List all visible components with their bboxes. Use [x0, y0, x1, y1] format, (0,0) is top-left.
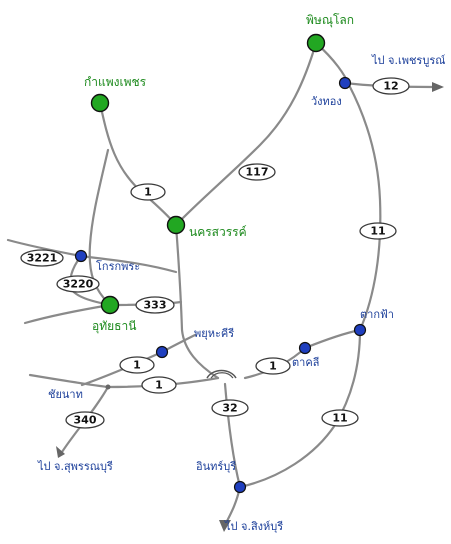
arrow-east-icon — [432, 82, 444, 92]
svg-text:11: 11 — [332, 412, 347, 425]
label-to-phetchabun: ไป จ.เพชรบูรณ์ — [371, 54, 445, 67]
route-badge-1-north: 1 — [130, 183, 166, 201]
svg-text:11: 11 — [370, 225, 385, 238]
label-inburi: อินทร์บุรี — [196, 460, 237, 473]
route-badge-3221: 3221 — [20, 249, 64, 267]
road-kamphaeng-west — [88, 148, 112, 307]
route-badge-11-south: 11 — [321, 409, 359, 427]
label-takhli: ตาคลี — [292, 356, 319, 369]
road-chainat-branch — [28, 373, 110, 389]
route-badge-32: 32 — [211, 399, 249, 417]
road-11-north — [314, 41, 382, 332]
label-chainat: ชัยนาท — [48, 388, 83, 401]
junction-node-chainat — [105, 384, 111, 390]
route-badge-1-mid: 1 — [119, 356, 155, 374]
svg-text:1: 1 — [155, 379, 163, 392]
svg-text:340: 340 — [74, 414, 97, 427]
svg-text:1: 1 — [269, 360, 277, 373]
arrow-southwest-icon — [56, 446, 65, 458]
province-node-uthai-thani — [100, 295, 120, 315]
svg-text:32: 32 — [222, 402, 237, 415]
district-node-takhli — [298, 341, 312, 355]
label-khok-phra: โกรกพระ — [96, 259, 140, 273]
svg-text:333: 333 — [144, 299, 167, 312]
svg-text:12: 12 — [383, 80, 398, 93]
interchange-symbol-inner — [210, 372, 234, 379]
svg-text:3220: 3220 — [63, 278, 94, 291]
district-node-khok-phra — [74, 249, 88, 263]
district-node-phayuha-khiri — [155, 345, 169, 359]
road-117 — [174, 41, 318, 227]
svg-text:117: 117 — [246, 166, 269, 179]
svg-text:1: 1 — [133, 359, 141, 372]
label-phayuha-khiri: พยุหะคีรี — [194, 327, 234, 340]
road-1-trunk — [174, 223, 220, 380]
route-badge-117: 117 — [238, 163, 276, 181]
label-uthai-thani: อุทัยธานี — [92, 319, 136, 334]
route-badge-1-takhli: 1 — [255, 357, 291, 375]
svg-text:3221: 3221 — [27, 252, 58, 265]
district-node-inburi — [233, 480, 247, 494]
label-takfa: ตากฟ้า — [360, 308, 394, 321]
svg-text:1: 1 — [144, 186, 152, 199]
route-badge-11-north: 11 — [359, 222, 397, 240]
route-badge-12: 12 — [372, 77, 410, 95]
route-badge-333: 333 — [135, 296, 175, 314]
route-badge-340: 340 — [65, 411, 105, 429]
road-3221-nakhon — [79, 254, 178, 274]
label-to-singburi: ไป จ.สิงห์บุรี — [224, 520, 283, 533]
interchange-symbol — [206, 369, 237, 379]
district-node-wang-thong — [338, 76, 352, 90]
label-nakhon-sawan: นครสวรรค์ — [189, 225, 247, 239]
label-to-suphanburi: ไป จ.สุพรรณบุรี — [37, 460, 113, 473]
label-kamphaeng-phet: กำแพงเพชร — [84, 75, 147, 89]
label-wang-thong: วังทอง — [311, 95, 342, 108]
province-node-phitsanulok — [306, 33, 326, 53]
road-1-north — [98, 101, 178, 227]
arrow-south-icon — [219, 520, 231, 532]
route-badge-1-south: 1 — [141, 376, 177, 394]
district-node-takfa — [353, 323, 367, 337]
province-node-nakhon-sawan — [166, 215, 186, 235]
road-3221-west — [6, 238, 83, 258]
province-node-kamphaeng-phet — [90, 93, 110, 113]
label-phitsanulok: พิษณุโลก — [306, 13, 354, 28]
route-badge-3220: 3220 — [56, 275, 100, 293]
